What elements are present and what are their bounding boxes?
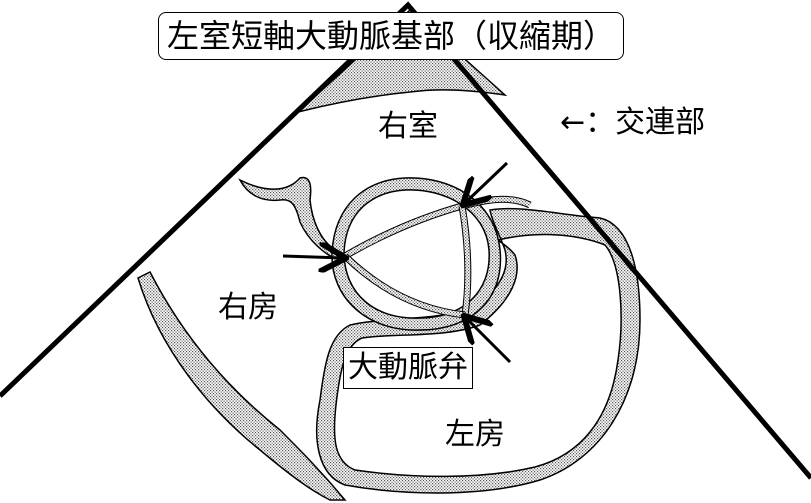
septal-wall <box>238 176 345 264</box>
sector-boundary <box>0 1 811 480</box>
commissure-arrow <box>282 256 343 258</box>
anterior-wall <box>297 8 508 113</box>
label-commissure-legend: ←：交連部 <box>560 105 706 140</box>
right-atrium-wall <box>137 270 347 501</box>
label-aortic-valve: 大動脈弁 <box>343 347 473 389</box>
valve-leaflet <box>459 205 471 316</box>
aortic-valve-ring <box>331 177 502 331</box>
label-right-ventricle: 右室 <box>378 109 438 144</box>
label-right-atrium: 右房 <box>218 290 278 325</box>
label-left-atrium: 左房 <box>445 417 505 452</box>
diagram-title: 左室短軸大動脈基部（収縮期） <box>158 12 625 60</box>
valve-leaflet <box>343 196 532 259</box>
commissure-arrow <box>466 318 512 364</box>
valve-leaflet <box>343 254 466 318</box>
commissure-arrow <box>465 161 509 203</box>
